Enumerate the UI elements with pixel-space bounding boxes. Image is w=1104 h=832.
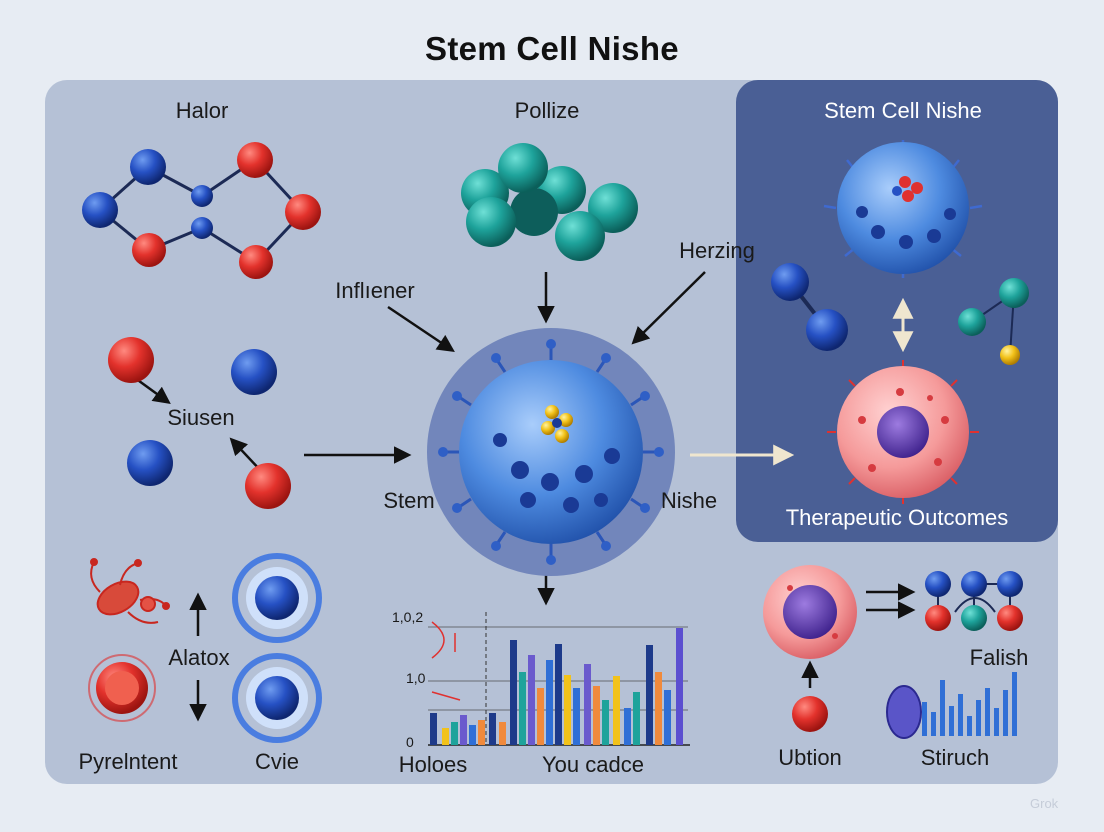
blue-ring-bottom-icon	[232, 653, 322, 743]
central-stem-cell	[427, 328, 675, 576]
falish-molecule	[925, 571, 1023, 631]
pollize-cluster	[461, 143, 638, 261]
panel-pink-cell	[827, 360, 979, 504]
chart-tick-zero: 0	[406, 734, 414, 750]
label-pyrelntent: Pyrelntent	[78, 749, 178, 774]
ubtion-atom	[792, 696, 828, 732]
halor-molecule	[82, 142, 321, 279]
chart-tick-top: 1,0,2	[392, 609, 424, 625]
label-nishe: Nishe	[660, 488, 718, 513]
label-stem: Stem	[383, 488, 435, 513]
label-stiruch: Stiruch	[920, 745, 990, 770]
label-falish: Falish	[969, 645, 1029, 670]
mini-bar-chart	[428, 612, 690, 746]
right-panel-title: Stem Cell Nishe	[824, 98, 982, 123]
panel-stem-cell	[823, 140, 983, 278]
label-cvie: Cvie	[254, 749, 300, 774]
label-holoes: Holoes	[398, 752, 468, 777]
panel-molecules	[771, 263, 1029, 365]
siusen-atoms	[108, 337, 291, 509]
red-organism-icon	[90, 558, 170, 624]
blue-ring-top-icon	[232, 553, 322, 643]
watermark: Grok	[1030, 796, 1059, 811]
stiruch-chart	[886, 672, 1017, 739]
label-siusen: Siusen	[167, 405, 235, 430]
label-ubtion: Ubtion	[778, 745, 842, 770]
label-halor: Halor	[175, 98, 229, 123]
right-panel-caption: Therapeutic Outcomes	[785, 505, 1009, 530]
label-pollize: Pollize	[514, 98, 580, 123]
page-title: Stem Cell Nishe	[425, 30, 679, 67]
label-alatox: Alatox	[168, 645, 230, 670]
label-you-cadce: You cadce	[542, 752, 644, 777]
chart-tick-mid: 1,0	[406, 670, 426, 686]
label-influener: Inflıener	[335, 278, 415, 303]
label-herzing: Herzing	[679, 238, 755, 263]
red-sphere-icon	[88, 654, 156, 722]
pink-cell-icon	[763, 565, 857, 659]
